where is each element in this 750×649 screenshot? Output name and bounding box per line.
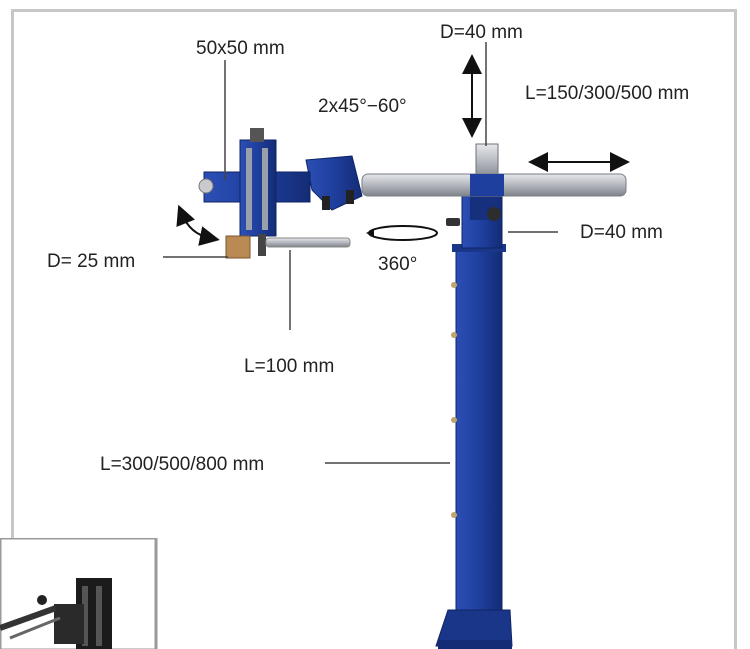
label-column-length: L=300/500/800 mm [100,454,264,475]
label-probe-diameter: D= 25 mm [47,251,135,272]
horizontal-arm [361,173,627,197]
rotation-ellipse [366,225,438,241]
label-probe-length: L=100 mm [244,356,334,377]
label-top-diameter: D=40 mm [440,22,523,43]
probe [225,235,351,259]
label-side-diameter: D=40 mm [580,222,663,243]
label-clamp-size: 50x50 mm [196,38,285,59]
support-column [435,244,513,649]
inset-apparatus [0,578,112,649]
outer-frame [11,9,737,649]
label-arm-length: L=150/300/500 mm [525,83,689,104]
inset-photo [0,538,158,649]
tilt-arrow [176,204,220,246]
label-rotation: 360° [378,254,417,275]
clamp-block [198,128,311,256]
leader-lines [163,42,558,464]
label-angle: 2x45°−60° [318,96,407,117]
angle-joint [305,155,363,211]
